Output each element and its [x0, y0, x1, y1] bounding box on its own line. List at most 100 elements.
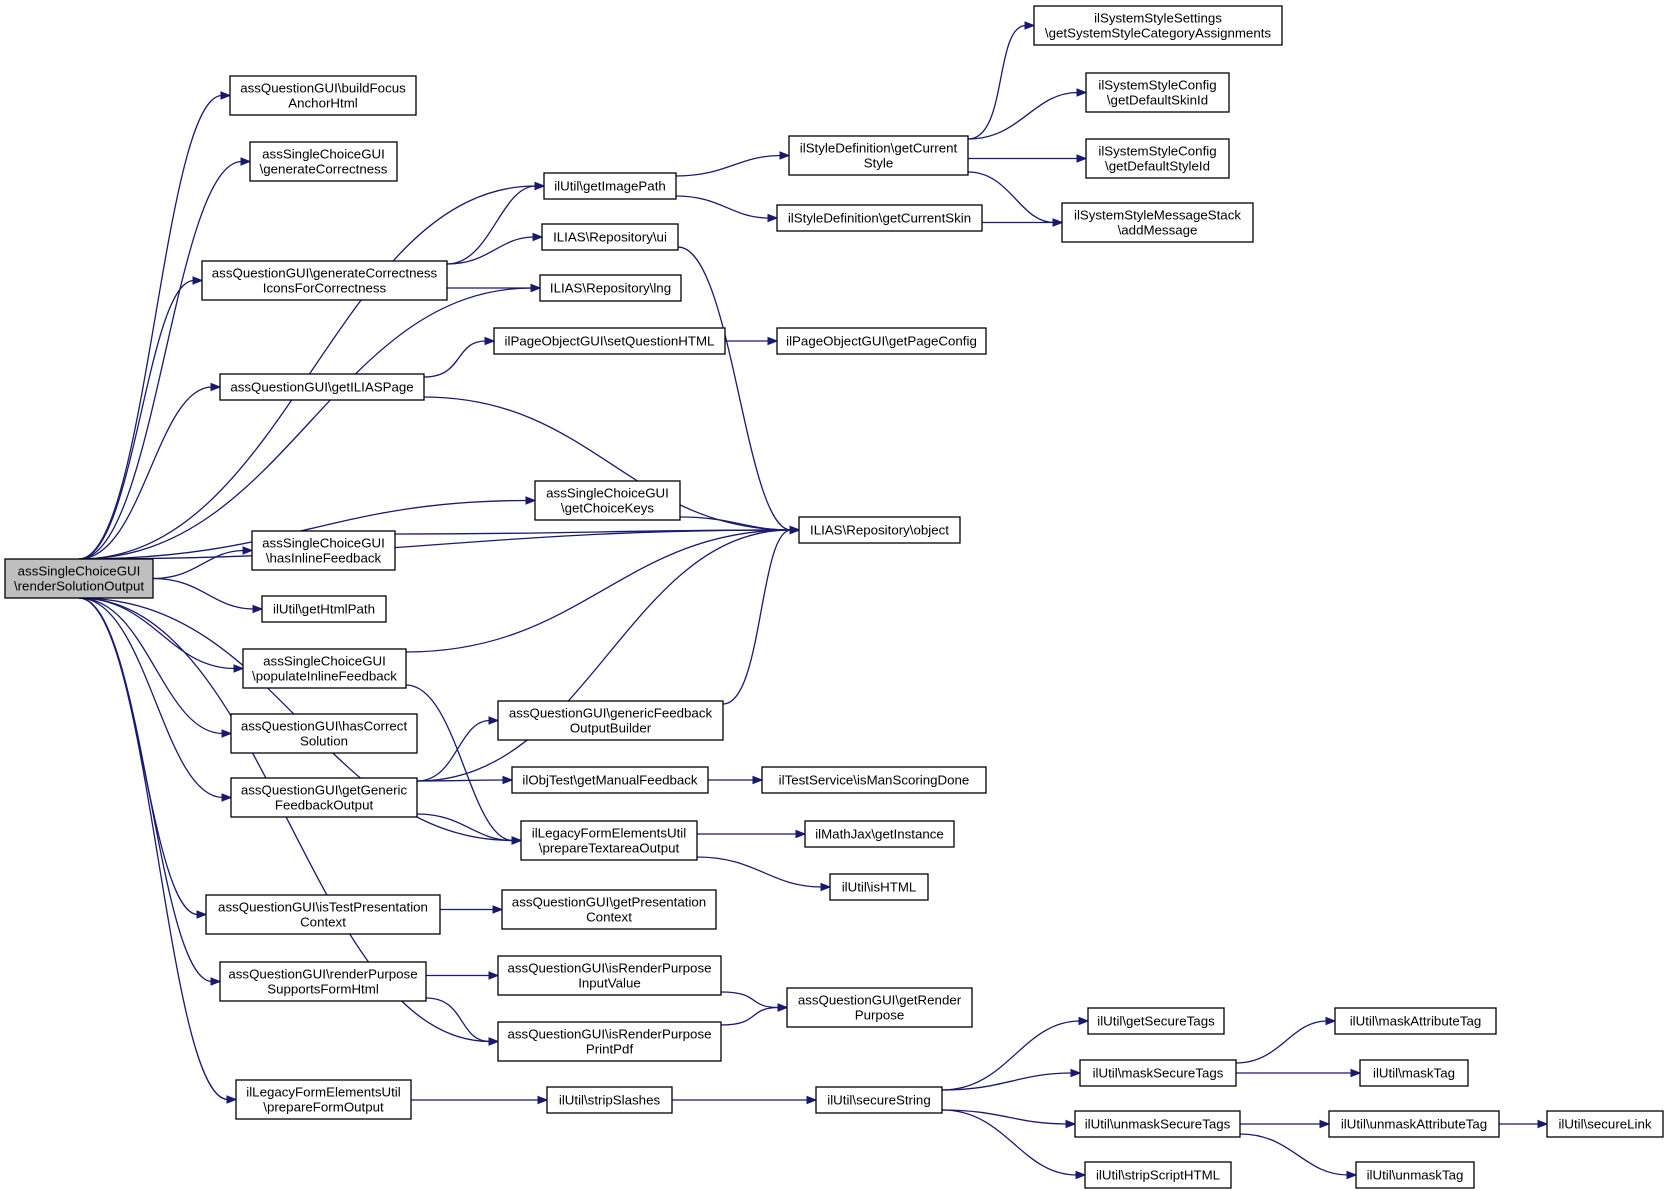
node-populateInline[interactable]: assSingleChoiceGUI\populateInlineFeedbac…: [242, 648, 407, 689]
node-box[interactable]: [201, 260, 448, 301]
node-box[interactable]: [242, 648, 407, 689]
node-box[interactable]: [539, 274, 682, 302]
node-prepareTextarea[interactable]: ilLegacyFormElementsUtil\prepareTextarea…: [520, 820, 698, 861]
node-box[interactable]: [1061, 202, 1254, 243]
node-box[interactable]: [1359, 1059, 1469, 1087]
node-hasInline[interactable]: assSingleChoiceGUI\hasInlineFeedback: [251, 530, 396, 571]
node-getChoiceKeys[interactable]: assSingleChoiceGUI\getChoiceKeys: [534, 480, 681, 521]
edge-arrowhead: [789, 525, 801, 535]
node-repoObject[interactable]: ILIAS\Repository\object: [798, 516, 961, 544]
node-box[interactable]: [776, 327, 987, 355]
node-stripSlashes[interactable]: ilUtil\stripSlashes: [546, 1086, 673, 1114]
node-box[interactable]: [249, 141, 398, 182]
node-box[interactable]: [543, 172, 677, 200]
node-box[interactable]: [1085, 138, 1230, 179]
node-unmaskAttributeTag[interactable]: ilUtil\unmaskAttributeTag: [1328, 1110, 1500, 1138]
node-box[interactable]: [229, 75, 417, 116]
node-box[interactable]: [511, 766, 709, 794]
node-getSecureTags[interactable]: ilUtil\getSecureTags: [1087, 1007, 1225, 1035]
node-prepareFormOutput[interactable]: ilLegacyFormElementsUtil\prepareFormOutp…: [235, 1079, 412, 1120]
node-box[interactable]: [219, 373, 425, 401]
node-box[interactable]: [786, 987, 973, 1028]
node-renderPurposeSupports[interactable]: assQuestionGUI\renderPurposeSupportsForm…: [219, 961, 427, 1002]
node-getManualFb[interactable]: ilObjTest\getManualFeedback: [511, 766, 709, 794]
node-box[interactable]: [541, 223, 679, 251]
node-box[interactable]: [520, 820, 698, 861]
node-box[interactable]: [219, 961, 427, 1002]
node-maskAttributeTag[interactable]: ilUtil\maskAttributeTag: [1334, 1007, 1497, 1035]
node-genCorrectness[interactable]: assSingleChoiceGUI\generateCorrectness: [249, 141, 398, 182]
node-box[interactable]: [497, 700, 724, 741]
node-getILIASPage[interactable]: assQuestionGUI\getILIASPage: [219, 373, 425, 401]
node-genCorrIcons[interactable]: assQuestionGUI\generateCorrectnessIconsF…: [201, 260, 448, 301]
node-isHTML[interactable]: ilUtil\isHTML: [829, 873, 929, 901]
node-box[interactable]: [497, 1021, 722, 1062]
node-genericFbBuilder[interactable]: assQuestionGUI\genericFeedbackOutputBuil…: [497, 700, 724, 741]
node-box[interactable]: [493, 327, 726, 355]
edge-arrowhead: [1024, 21, 1036, 30]
node-box[interactable]: [230, 777, 418, 818]
node-box[interactable]: [534, 480, 681, 521]
node-getPageConfig[interactable]: ilPageObjectGUI\getPageConfig: [776, 327, 987, 355]
node-box[interactable]: [1087, 1007, 1225, 1035]
node-box[interactable]: [1328, 1110, 1500, 1138]
node-box[interactable]: [1546, 1110, 1664, 1138]
node-box[interactable]: [251, 530, 396, 571]
node-box[interactable]: [1334, 1007, 1497, 1035]
node-getHtmlPath[interactable]: ilUtil\getHtmlPath: [261, 595, 387, 623]
node-maskSecureTags[interactable]: ilUtil\maskSecureTags: [1079, 1059, 1237, 1087]
node-secureLink[interactable]: ilUtil\secureLink: [1546, 1110, 1664, 1138]
node-box[interactable]: [501, 889, 717, 930]
node-root[interactable]: assSingleChoiceGUI\renderSolutionOutput: [4, 558, 154, 599]
node-box[interactable]: [235, 1079, 412, 1120]
node-label-line: assQuestionGUI\getGeneric: [241, 783, 408, 798]
node-box[interactable]: [205, 894, 441, 935]
node-isManScoring[interactable]: ilTestService\isManScoringDone: [761, 766, 987, 794]
node-repoUi[interactable]: ILIAS\Repository\ui: [541, 223, 679, 251]
node-stripScriptHTML[interactable]: ilUtil\stripScriptHTML: [1084, 1161, 1232, 1189]
node-sysStyleSettings[interactable]: ilSystemStyleSettings\getSystemStyleCate…: [1033, 5, 1283, 46]
node-addMessage[interactable]: ilSystemStyleMessageStack\addMessage: [1061, 202, 1254, 243]
node-box[interactable]: [230, 713, 418, 754]
node-box[interactable]: [804, 820, 955, 848]
node-unmaskTag[interactable]: ilUtil\unmaskTag: [1355, 1161, 1475, 1189]
node-box[interactable]: [497, 955, 722, 996]
node-box[interactable]: [546, 1086, 673, 1114]
node-defaultStyle[interactable]: ilSystemStyleConfig\getDefaultStyleId: [1085, 138, 1230, 179]
node-maskTag[interactable]: ilUtil\maskTag: [1359, 1059, 1469, 1087]
node-box[interactable]: [776, 204, 983, 232]
node-box[interactable]: [1084, 1161, 1232, 1189]
node-getCurrentSkin[interactable]: ilStyleDefinition\getCurrentSkin: [776, 204, 983, 232]
node-box[interactable]: [261, 595, 387, 623]
node-box[interactable]: [4, 558, 154, 599]
node-defaultSkin[interactable]: ilSystemStyleConfig\getDefaultSkinId: [1085, 72, 1230, 113]
node-box[interactable]: [1074, 1110, 1241, 1138]
node-getImagePath[interactable]: ilUtil\getImagePath: [543, 172, 677, 200]
node-box[interactable]: [1079, 1059, 1237, 1087]
edge-unmaskSecureTags-to-unmaskTag: [1239, 1133, 1349, 1176]
node-box[interactable]: [761, 766, 987, 794]
node-label-line: \populateInlineFeedback: [252, 669, 397, 684]
node-box[interactable]: [815, 1086, 943, 1114]
node-box[interactable]: [798, 516, 961, 544]
node-mathJax[interactable]: ilMathJax\getInstance: [804, 820, 955, 848]
node-label-line: Solution: [300, 734, 348, 749]
node-unmaskSecureTags[interactable]: ilUtil\unmaskSecureTags: [1074, 1110, 1241, 1138]
node-box[interactable]: [1355, 1161, 1475, 1189]
node-repoLng[interactable]: ILIAS\Repository\lng: [539, 274, 682, 302]
node-box[interactable]: [829, 873, 929, 901]
node-secureString[interactable]: ilUtil\secureString: [815, 1086, 943, 1114]
node-box[interactable]: [1033, 5, 1283, 46]
node-setQuestionHTML[interactable]: ilPageObjectGUI\setQuestionHTML: [493, 327, 726, 355]
node-box[interactable]: [788, 135, 969, 176]
node-box[interactable]: [1085, 72, 1230, 113]
